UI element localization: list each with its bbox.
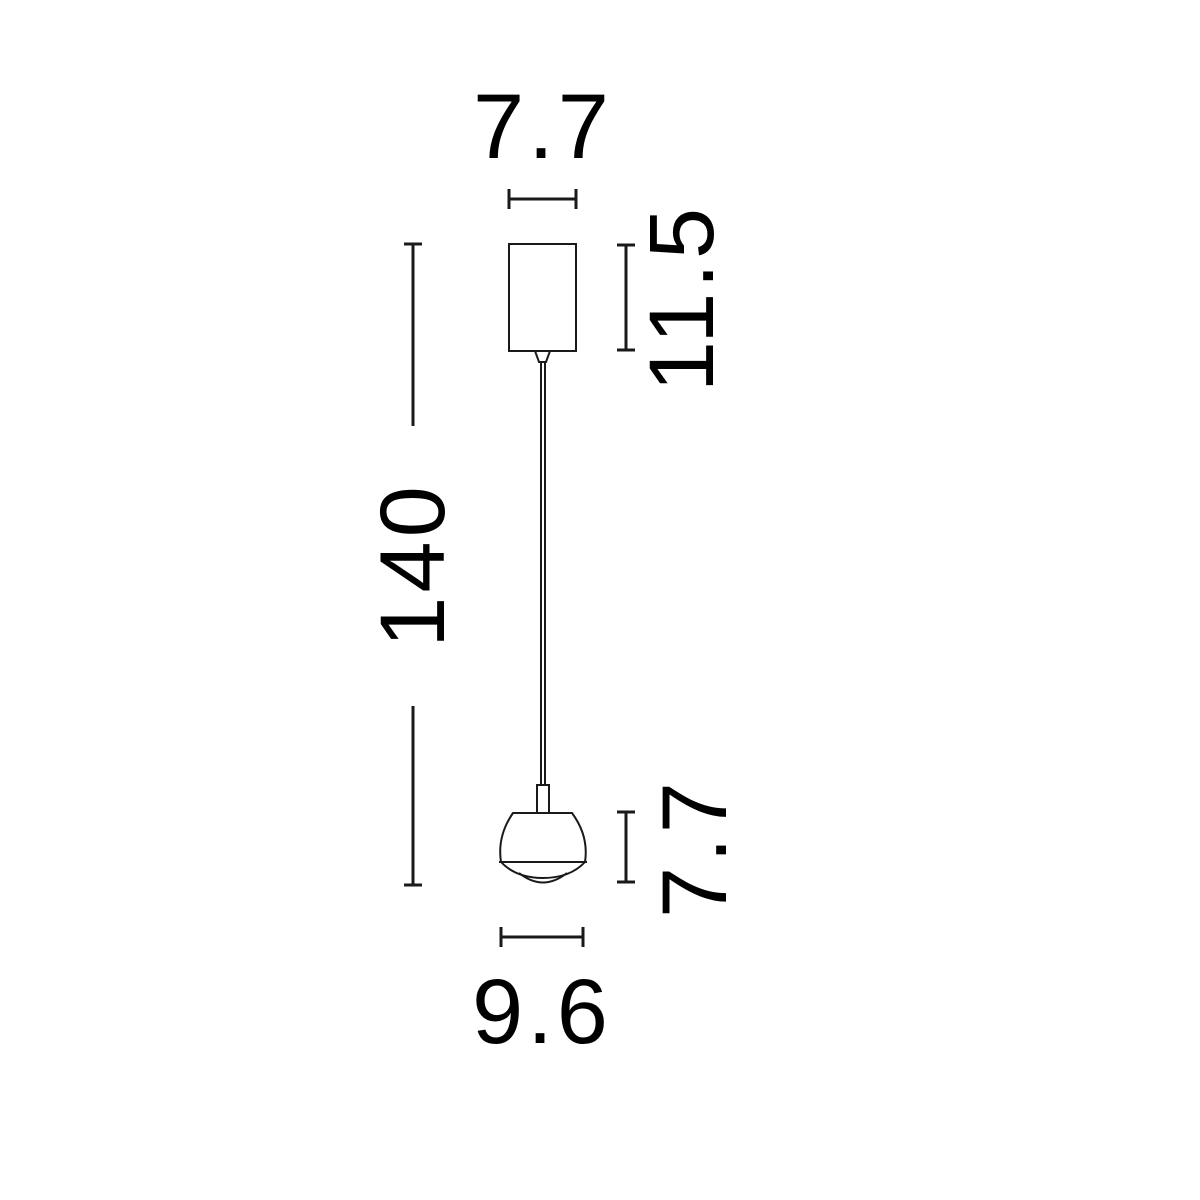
total-height-dimension xyxy=(404,242,422,887)
canopy-height-label: 11.5 xyxy=(631,204,733,392)
total-height-label: 140 xyxy=(362,482,464,648)
canopy-connector xyxy=(533,350,552,363)
canopy-width-dimension xyxy=(507,189,578,209)
shade-width-label: 9.6 xyxy=(472,961,612,1063)
suspension-cable xyxy=(540,362,546,785)
lamp-shade xyxy=(499,812,587,884)
canopy-body xyxy=(508,243,577,352)
shade-width-dimension xyxy=(499,927,585,947)
shade-stem xyxy=(536,784,550,814)
shade-height-dimension xyxy=(617,810,635,884)
canopy-width-label: 7.7 xyxy=(473,76,613,178)
shade-height-label: 7.7 xyxy=(644,778,746,918)
canopy-height-dimension xyxy=(617,243,635,352)
